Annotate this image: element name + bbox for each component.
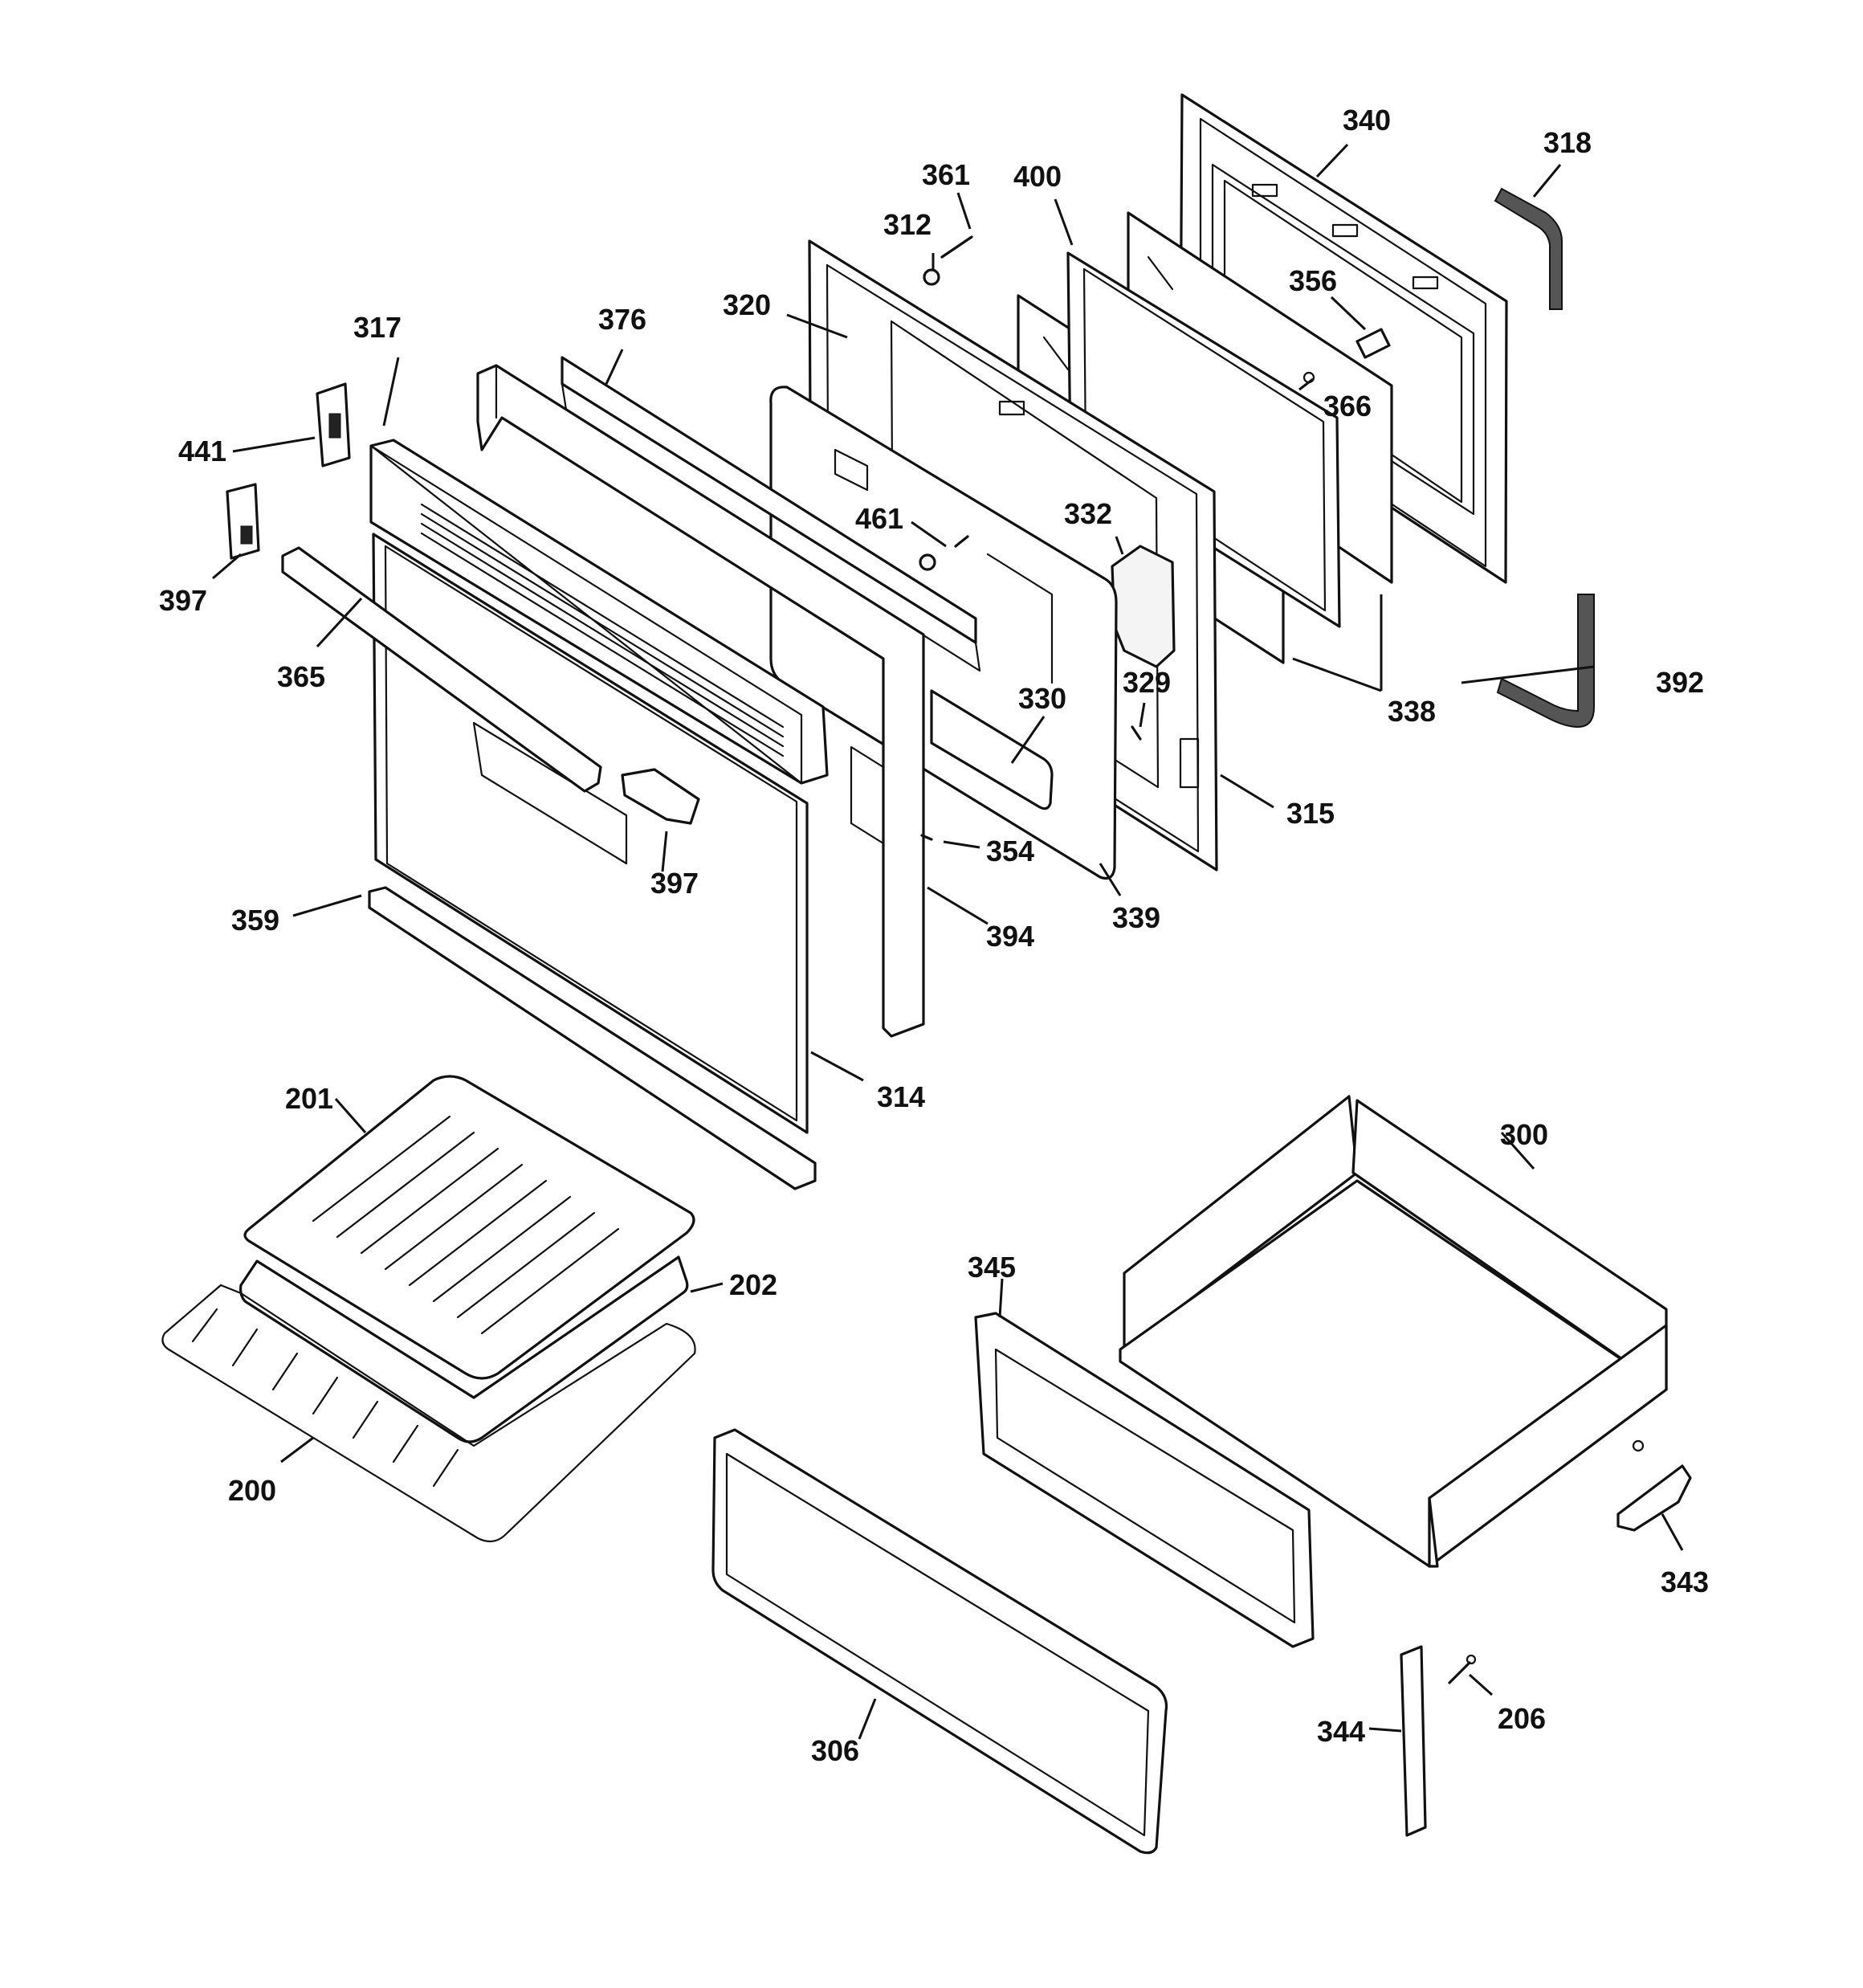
callout-314: 314 xyxy=(877,1080,925,1113)
part-441-bracket xyxy=(316,382,351,467)
part-330-vent-panel xyxy=(930,689,1054,810)
callout-461: 461 xyxy=(855,502,903,535)
callout-361: 361 xyxy=(922,158,970,191)
callout-330: 330 xyxy=(1018,682,1066,715)
callout-306: 306 xyxy=(811,1734,859,1767)
callout-332: 332 xyxy=(1064,497,1112,530)
part-343-bracket xyxy=(1616,1439,1692,1532)
part-340-door-inner-frame xyxy=(1179,93,1508,584)
fastener-354 xyxy=(920,834,933,841)
fastener-329 xyxy=(1131,725,1142,741)
part-306-drawer-front xyxy=(711,1428,1168,1855)
fastener-461 xyxy=(919,535,969,571)
part-317-vent-trim xyxy=(369,439,829,785)
callout-202: 202 xyxy=(729,1268,777,1301)
callout-441: 441 xyxy=(178,435,226,467)
part-344-drawer-slide xyxy=(1400,1645,1427,1837)
callout-392: 392 xyxy=(1656,666,1704,699)
callout-329: 329 xyxy=(1123,666,1171,699)
callout-365: 365 xyxy=(277,660,325,693)
part-365-door-handle xyxy=(281,546,602,793)
part-392-gasket xyxy=(1496,594,1595,729)
callout-312: 312 xyxy=(883,208,932,241)
part-394-door-frame xyxy=(476,364,925,1038)
callout-397-left: 397 xyxy=(159,584,207,617)
callout-201: 201 xyxy=(285,1082,333,1115)
callout-400: 400 xyxy=(1013,160,1062,193)
callout-200: 200 xyxy=(228,1474,276,1507)
part-345-drawer-panel xyxy=(974,1312,1315,1648)
part-356-clip xyxy=(1355,328,1391,359)
callout-317: 317 xyxy=(353,311,402,344)
callout-354: 354 xyxy=(986,835,1034,867)
part-359-bottom-trim xyxy=(368,886,817,1190)
part-376-channel xyxy=(561,356,981,672)
callout-318: 318 xyxy=(1543,126,1592,159)
part-318-gasket xyxy=(1494,187,1563,310)
callout-376: 376 xyxy=(598,303,646,336)
callout-359: 359 xyxy=(231,904,279,937)
fastener-312 xyxy=(923,268,940,286)
part-201-broiler-grid xyxy=(243,1075,695,1380)
callout-345: 345 xyxy=(968,1251,1016,1284)
part-202-broiler-pan xyxy=(238,1255,689,1443)
callout-labels: 340 318 361 400 312 356 320 317 376 366 … xyxy=(159,104,1709,1767)
part-206-screw xyxy=(1448,1654,1477,1684)
part-300-drawer-body xyxy=(1119,1095,1668,1568)
callout-338: 338 xyxy=(1388,695,1436,728)
callout-344: 344 xyxy=(1317,1715,1365,1748)
callout-366: 366 xyxy=(1323,390,1372,423)
callout-339: 339 xyxy=(1112,901,1160,934)
part-200-oven-rack xyxy=(161,1284,696,1543)
part-400-window-frame xyxy=(1066,251,1341,628)
callout-300: 300 xyxy=(1500,1118,1548,1151)
callout-206: 206 xyxy=(1498,1702,1546,1735)
callout-315: 315 xyxy=(1286,797,1335,830)
callout-320: 320 xyxy=(723,288,771,321)
callout-397-handle: 397 xyxy=(650,867,699,900)
fastener-361 xyxy=(940,235,973,259)
leader-lines xyxy=(212,143,1684,1740)
callout-394: 394 xyxy=(986,920,1034,953)
part-397-handle-cap xyxy=(621,768,700,825)
callout-356: 356 xyxy=(1289,264,1337,297)
callout-343: 343 xyxy=(1661,1565,1709,1598)
part-397-bracket-left xyxy=(226,483,260,560)
callout-340: 340 xyxy=(1343,104,1391,137)
